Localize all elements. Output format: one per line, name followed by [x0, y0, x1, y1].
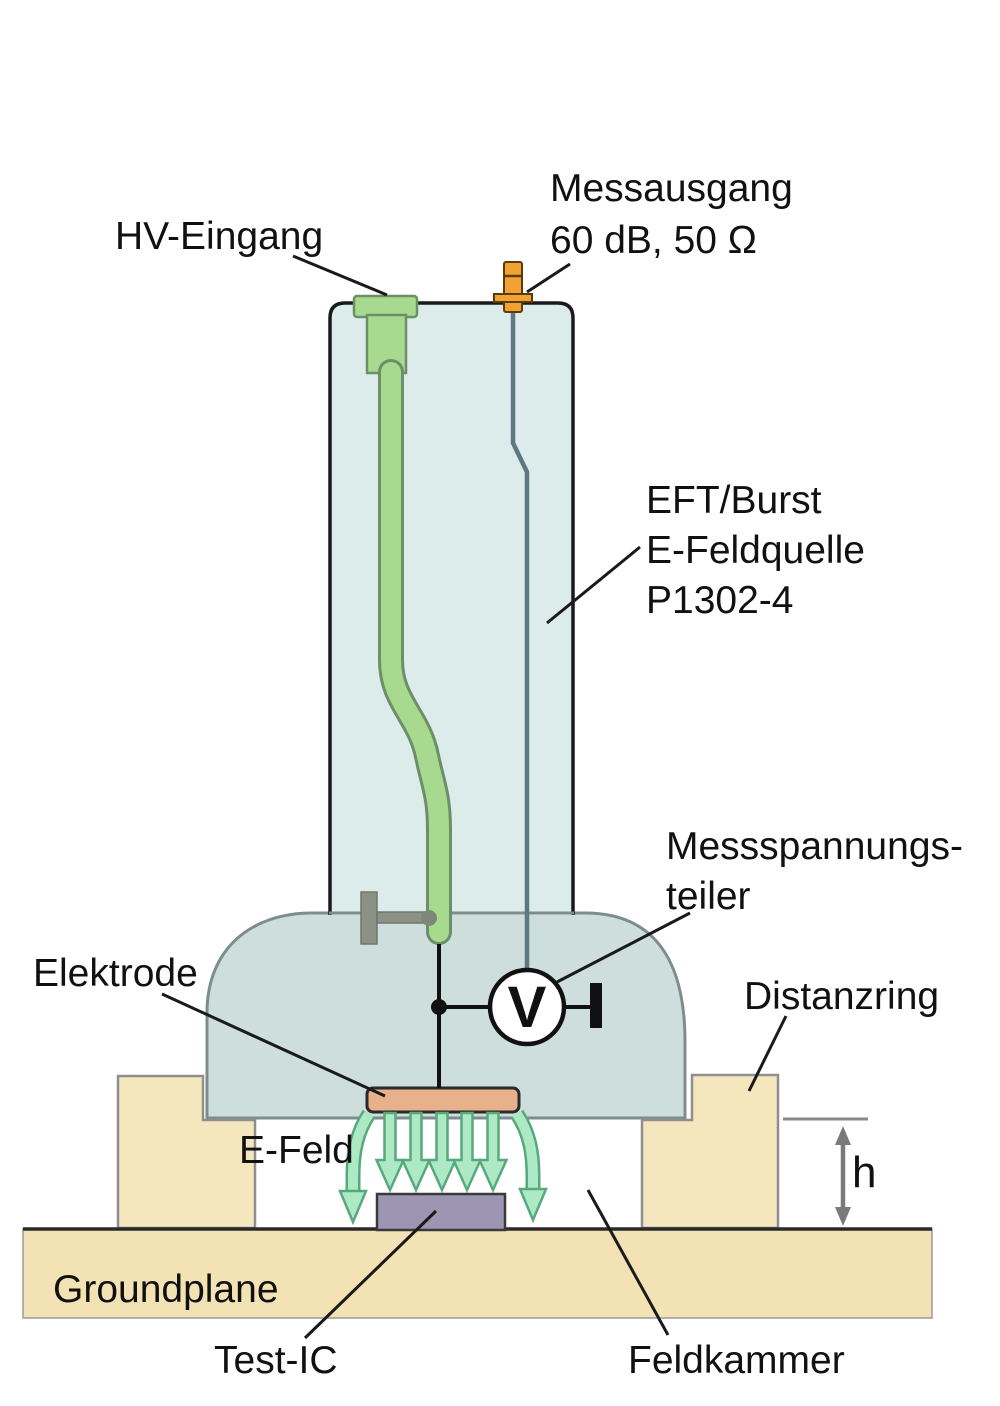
- divider-label-line1: Messspannungs-: [666, 825, 963, 868]
- efield-label: E-Feld: [239, 1129, 354, 1172]
- source-label-line1: EFT/Burst: [646, 479, 822, 522]
- hv-cable: [378, 359, 452, 945]
- efield-arrows-curved: [338, 1109, 548, 1226]
- bracket-arm: [376, 911, 426, 924]
- dome-housing: [205, 911, 687, 1120]
- bracket-lug: [421, 910, 437, 926]
- leader-meas-output: [526, 262, 571, 294]
- measurement-line: [510, 300, 530, 968]
- efield-arrow-straight: [451, 1111, 483, 1194]
- test-ic-label: Test-IC: [214, 1339, 338, 1382]
- junction-dot: [431, 999, 447, 1015]
- groundplane-slab: [22, 1228, 933, 1319]
- leader-hv-input: [292, 254, 388, 297]
- hv-input-label: HV-Eingang: [115, 215, 323, 258]
- leader-test-ic: [303, 1209, 438, 1340]
- source-label-line3: P1302-4: [646, 579, 793, 622]
- leader-distance-ring: [747, 1015, 788, 1092]
- efield-arrow-curved-right: [512, 1111, 538, 1190]
- efield-arrow-straight: [477, 1111, 509, 1194]
- meas-output-label-line1: Messausgang: [550, 167, 793, 210]
- height-arrowhead-down: [835, 1207, 851, 1226]
- electrode-label: Elektrode: [33, 952, 198, 995]
- bracket-vertical-bar: [360, 891, 378, 945]
- distance-ring-label: Distanzring: [744, 975, 939, 1018]
- source-label-line2: E-Feldquelle: [646, 529, 865, 572]
- voltmeter-symbol: V: [508, 975, 547, 1040]
- hv-cable-core: [381, 362, 449, 942]
- height-dimension: [783, 1117, 868, 1226]
- measurement-output-connector: [493, 261, 533, 313]
- support-bracket: [360, 891, 437, 945]
- groundplane: Groundplane: [22, 1227, 933, 1319]
- height-arrowhead-up: [835, 1126, 851, 1145]
- efield-arrow-straight: [374, 1111, 406, 1194]
- measurement-circuit: V: [431, 944, 602, 1088]
- height-label: h: [852, 1148, 876, 1197]
- leader-source: [546, 545, 641, 625]
- test-ic-block: [375, 1192, 507, 1232]
- efield-arrows: [374, 1111, 509, 1194]
- output-connector-stem: [503, 261, 523, 313]
- efield-arrow-straight: [400, 1111, 432, 1194]
- meas-output-label-line2: 60 dB, 50 Ω: [550, 219, 757, 262]
- terminal-bar: [590, 983, 602, 1028]
- leader-divider: [556, 911, 691, 984]
- efield-arrow-head-right: [518, 1187, 548, 1224]
- leader-field-chamber: [586, 1189, 670, 1336]
- efield-arrow-straight: [426, 1111, 458, 1194]
- efield-arrow-head-left: [338, 1189, 368, 1226]
- field-chamber-label: Feldkammer: [628, 1339, 845, 1382]
- leader-electrode: [161, 992, 386, 1098]
- leader-lines: [161, 254, 788, 1340]
- efield-arrow-curved-left: [348, 1111, 374, 1192]
- electrode-plate: [365, 1086, 521, 1114]
- divider-label-line2: teiler: [666, 875, 751, 918]
- groundplane-label: Groundplane: [53, 1268, 279, 1311]
- output-connector-flange: [493, 293, 533, 303]
